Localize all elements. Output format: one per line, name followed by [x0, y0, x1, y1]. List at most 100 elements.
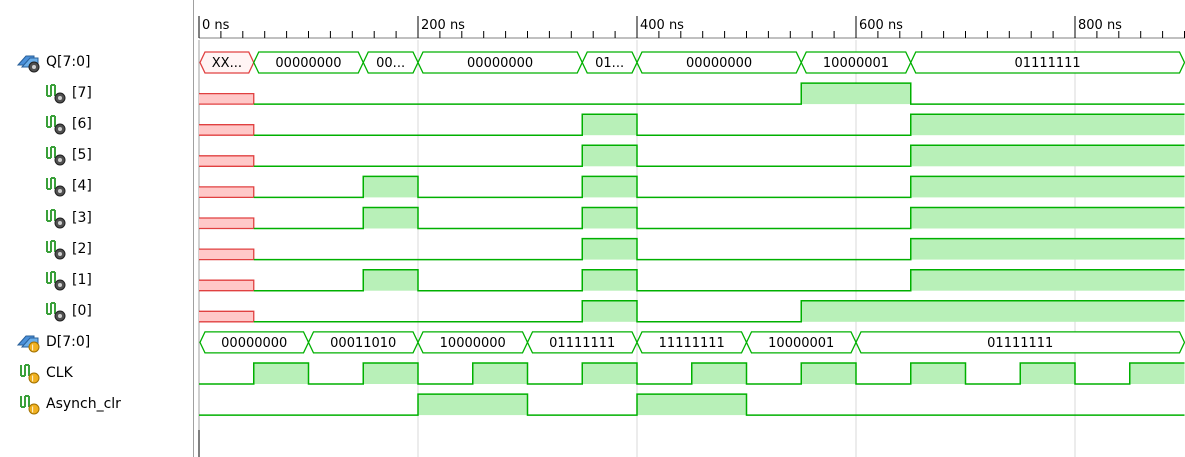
signal-name-clk[interactable]: I CLK — [16, 358, 73, 388]
signal-name-q-bit-1[interactable]: [1] — [42, 265, 92, 295]
signal-trace — [253, 237, 1185, 261]
high-level-fill — [910, 269, 1185, 291]
high-level-fill — [582, 300, 637, 322]
high-level-fill — [801, 83, 911, 105]
signal-label: [5] — [72, 147, 92, 164]
waveform-q-bit-6[interactable] — [199, 113, 1185, 136]
high-level-fill — [1020, 363, 1075, 384]
bit-output-icon — [46, 146, 66, 166]
undefined-fill — [199, 93, 254, 105]
high-level-fill — [691, 363, 747, 384]
waveform-q-bit-5[interactable] — [199, 144, 1185, 168]
waveform-q-bit-2[interactable] — [199, 237, 1185, 261]
signal-name-q-bit-7[interactable]: [7] — [42, 78, 92, 108]
bus-value-label: 01111111 — [987, 336, 1053, 351]
bus-value-label: 00000000 — [221, 336, 287, 351]
waveform-clk[interactable] — [199, 362, 1185, 385]
signal-label: [4] — [72, 178, 92, 195]
bus-value-label: 10000000 — [440, 336, 506, 351]
bus-value-label: 00... — [376, 56, 405, 71]
signal-name-q-bit-5[interactable]: [5] — [42, 140, 92, 170]
undefined-fill — [199, 311, 254, 322]
high-level-fill — [582, 269, 637, 291]
signal-name-q-bit-2[interactable]: [2] — [42, 234, 92, 264]
signal-name-q-bit-3[interactable]: [3] — [42, 203, 92, 233]
high-level-fill — [363, 176, 418, 198]
bus-value-label: 10000001 — [823, 56, 889, 71]
svg-text:I: I — [32, 406, 34, 415]
bit-output-icon — [46, 301, 66, 322]
bus-value-label: 00011010 — [330, 336, 396, 351]
high-level-fill — [582, 145, 637, 167]
high-level-fill — [582, 363, 637, 384]
waveform-d-bus[interactable]: 00000000 00011010 10000000 01111111 11111111… — [199, 331, 1185, 354]
signal-label: CLK — [46, 365, 73, 381]
undefined-trace — [199, 92, 255, 105]
signal-label: Q[7:0] — [46, 54, 91, 70]
signal-trace — [253, 113, 1185, 136]
waveform-q-bit-7[interactable] — [199, 82, 1185, 105]
bus-value-label: 10000001 — [768, 336, 834, 351]
bus-value-label: 01111111 — [549, 336, 615, 351]
high-level-fill — [910, 363, 966, 384]
high-level-fill — [801, 300, 1185, 322]
high-level-fill — [582, 207, 637, 229]
undefined-fill — [199, 218, 254, 229]
high-level-fill — [801, 363, 856, 384]
svg-text:I: I — [32, 375, 34, 384]
bit-input-icon: I — [20, 395, 40, 415]
high-level-fill — [910, 145, 1185, 167]
signal-label: [7] — [72, 85, 92, 102]
bit-output-icon — [46, 115, 66, 135]
signal-name-q-bit-6[interactable]: [6] — [42, 109, 92, 139]
bus-value-label: 11111111 — [659, 336, 725, 351]
undefined-trace — [199, 186, 255, 198]
signal-label: Asynch_clr — [46, 396, 121, 413]
signal-name-asynch-clr[interactable]: I Asynch_clr — [16, 389, 121, 419]
high-level-fill — [253, 363, 309, 384]
undefined-fill — [199, 280, 254, 291]
undefined-fill — [199, 249, 254, 260]
time-tick-label: 200 ns — [421, 18, 465, 33]
undefined-trace — [199, 310, 255, 322]
waveform-q-bit-3[interactable] — [199, 206, 1185, 230]
high-level-fill — [363, 269, 418, 291]
undefined-trace — [199, 124, 255, 136]
waveform-q-bit-1[interactable] — [199, 268, 1185, 292]
bit-output-icon — [46, 270, 66, 291]
high-level-fill — [910, 176, 1185, 198]
signal-label: [1] — [72, 271, 92, 288]
signal-name-q-bit-0[interactable]: [0] — [42, 296, 92, 326]
signal-trace — [253, 82, 1185, 105]
high-level-fill — [582, 176, 637, 198]
signal-trace — [253, 144, 1185, 168]
high-level-fill — [363, 207, 418, 229]
signal-label: [0] — [72, 302, 92, 319]
panel-divider[interactable] — [193, 0, 194, 457]
signal-trace — [199, 393, 1185, 416]
waveform-q-bit-4[interactable] — [199, 175, 1185, 199]
undefined-fill — [199, 124, 254, 136]
bus-output-icon — [16, 55, 40, 73]
svg-text:I: I — [32, 343, 34, 352]
signal-name-q-bit-4[interactable]: [4] — [42, 171, 92, 201]
time-tick-label: 400 ns — [640, 18, 684, 33]
signal-name-q-bus[interactable]: Q[7:0] — [16, 47, 90, 77]
time-tick-label: 800 ns — [1078, 18, 1122, 33]
high-level-fill — [472, 363, 528, 384]
undefined-trace — [199, 248, 255, 260]
time-tick-label: 600 ns — [859, 18, 903, 33]
waveform-asynch-clr[interactable] — [199, 393, 1185, 416]
signal-label: [2] — [72, 240, 92, 257]
undefined-trace — [199, 279, 255, 291]
signal-trace — [253, 175, 1185, 199]
signal-trace — [253, 268, 1185, 292]
high-level-fill — [363, 363, 418, 384]
waveform-q-bit-0[interactable] — [199, 300, 1185, 323]
bus-value-label: 00000000 — [467, 56, 533, 71]
signal-trace — [199, 362, 1185, 385]
